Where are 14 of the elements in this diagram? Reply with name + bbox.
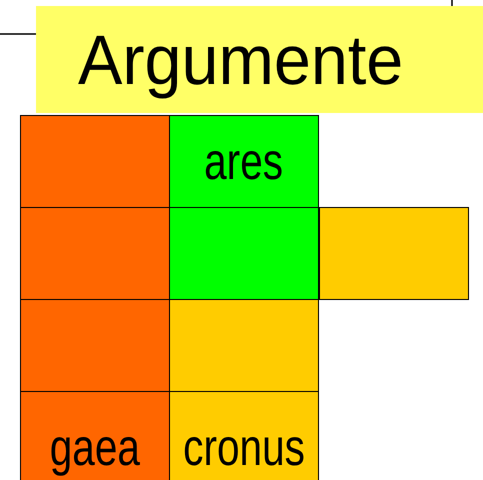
grid-cell <box>20 391 170 480</box>
grid-cell <box>169 299 319 392</box>
grid-cell <box>169 115 319 208</box>
grid-cell <box>169 207 319 300</box>
cell-label: gaea <box>50 422 140 474</box>
grid-cell <box>169 391 319 480</box>
title-text: Argumente <box>78 20 404 100</box>
cell-label: ares <box>204 136 284 188</box>
cell-label: cronus <box>183 422 305 474</box>
grid-cell <box>20 207 170 300</box>
title-banner <box>36 6 483 113</box>
grid-cell <box>20 299 170 392</box>
grid-cell <box>20 115 170 208</box>
grid-cell <box>319 207 469 300</box>
